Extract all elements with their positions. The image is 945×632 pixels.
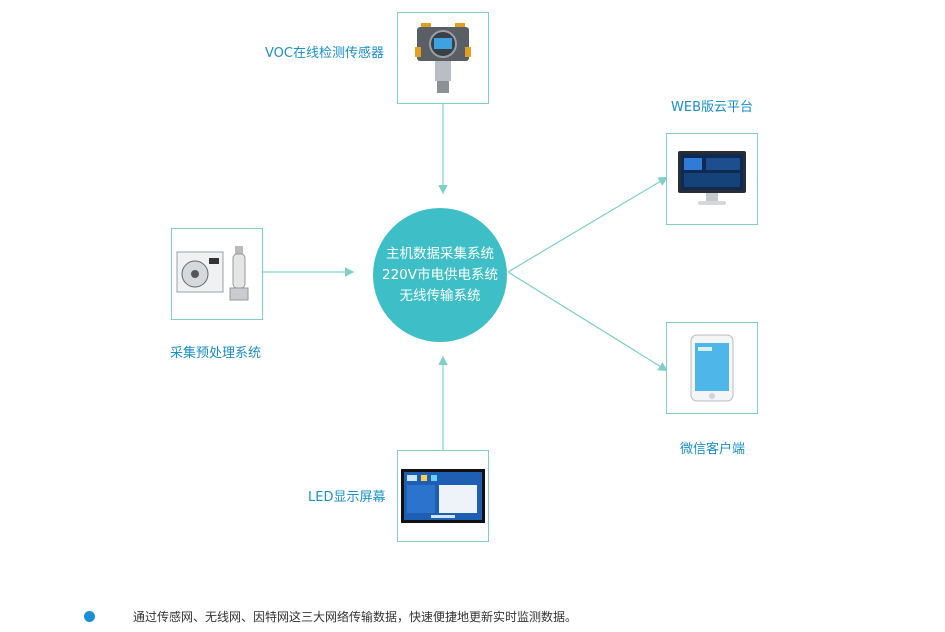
main-hub-circle: 主机数据采集系统 220V市电供电系统 无线传输系统	[373, 208, 507, 342]
led-screen-box	[397, 450, 489, 542]
voc-sensor-box	[397, 12, 489, 104]
wechat-client-box	[666, 322, 758, 414]
pretreatment-device-icon	[176, 246, 249, 301]
voc-sensor-label: VOC在线检测传感器	[265, 46, 384, 61]
hub-line-3: 无线传输系统	[399, 287, 481, 304]
smartphone-icon	[690, 334, 734, 402]
led-screen-label: LED显示屏幕	[308, 490, 386, 505]
arrow-hub-to-web	[507, 176, 669, 273]
wechat-client-label: 微信客户端	[680, 442, 746, 457]
hub-line-2: 220V市电供电系统	[381, 266, 498, 283]
footer-note: 通过传感网、无线网、因特网这三大网络传输数据，快速便捷地更新实时监测数据。	[84, 608, 577, 625]
pretreatment-box	[171, 228, 263, 320]
bullet-dot	[84, 611, 95, 622]
web-platform-label: WEB版云平台	[671, 100, 753, 115]
footer-text: 通过传感网、无线网、因特网这三大网络传输数据，快速便捷地更新实时监测数据。	[133, 610, 578, 624]
led-display-icon	[401, 469, 485, 523]
gas-sensor-icon	[415, 23, 471, 93]
arrow-hub-to-wechat	[507, 271, 669, 372]
pretreatment-label: 采集预处理系统	[170, 346, 262, 361]
web-platform-box	[666, 133, 758, 225]
hub-line-1: 主机数据采集系统	[386, 245, 494, 262]
desktop-monitor-icon	[678, 151, 746, 205]
